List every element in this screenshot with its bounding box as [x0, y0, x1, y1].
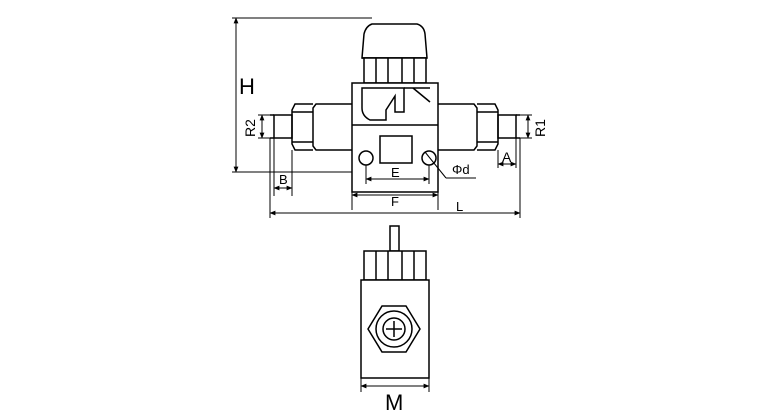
dimension-lines — [232, 17, 532, 218]
label-h: H — [239, 74, 255, 99]
knob-cap — [361, 23, 428, 59]
label-r2: R2 — [242, 119, 258, 137]
label-b: B — [279, 172, 288, 187]
right-fitting — [438, 103, 520, 151]
label-f: F — [391, 194, 399, 209]
left-fitting — [270, 103, 352, 151]
dimension-m — [360, 378, 430, 392]
label-a: A — [502, 149, 512, 165]
label-r1: R1 — [532, 119, 548, 137]
side-view — [360, 225, 430, 379]
label-phi-d: Φd — [452, 162, 470, 177]
label-m: M — [385, 390, 403, 415]
label-l: L — [456, 199, 463, 214]
knob-nut — [363, 57, 427, 84]
label-e: E — [391, 165, 400, 180]
